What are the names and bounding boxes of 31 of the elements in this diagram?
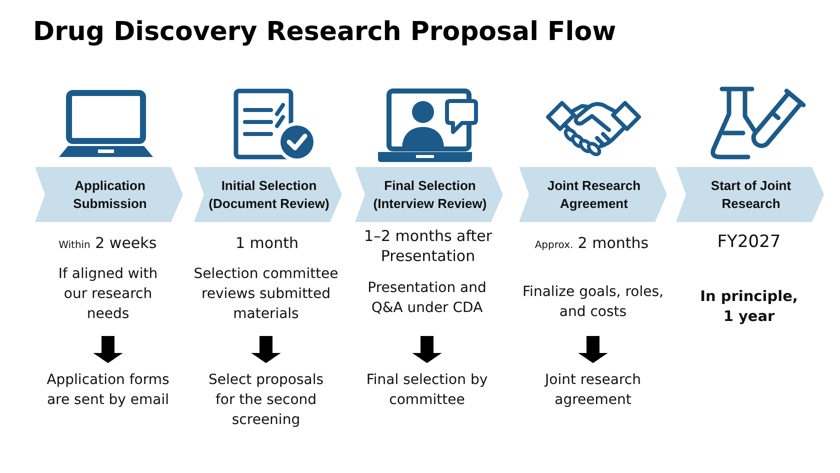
step-title: Application Submission: [72, 176, 148, 212]
duration-qualifier: Within: [58, 239, 90, 253]
block-arrow: [578, 336, 608, 363]
chevron-banner: [35, 167, 183, 222]
block-arrow: [251, 336, 281, 363]
chevron-banner: [194, 167, 342, 222]
step-description: Presentation and Q&A under CDA: [367, 279, 487, 318]
duration-qualifier: Approx.: [534, 239, 574, 253]
duration-label: 1–2 months after Presentation: [363, 226, 493, 266]
step-description: If aligned with our research needs: [58, 265, 158, 324]
note-text: In principle, 1 year: [700, 288, 798, 327]
outcome-text: Select proposals for the second screening: [208, 371, 324, 430]
step-title: Joint Research Agreement: [546, 176, 642, 212]
outcome-text: Joint research agreement: [544, 371, 642, 410]
block-arrow: [412, 336, 442, 363]
step-title: Start of Joint Research: [710, 176, 792, 212]
chevron-banner: [676, 167, 824, 222]
block-arrow: [93, 336, 123, 363]
outcome-text: Final selection by committee: [366, 371, 488, 410]
duration-label: 2 weeks: [94, 233, 158, 253]
duration-label: FY2027: [716, 232, 782, 252]
diagram-title: Drug Discovery Research Proposal Flow: [33, 17, 616, 47]
duration-label: 2 months: [577, 233, 650, 253]
step-title: Final Selection (Interview Review): [372, 176, 488, 212]
step-description: Finalize goals, roles, and costs: [522, 283, 664, 322]
duration-label: 1 month: [235, 233, 299, 253]
chevron-banner: [519, 167, 667, 222]
outcome-text: Application forms are sent by email: [46, 371, 170, 410]
chevron-banner: [355, 167, 503, 222]
step-description: Selection committee reviews submitted materials: [193, 265, 339, 324]
step-title: Initial Selection (Document Review): [208, 176, 330, 212]
